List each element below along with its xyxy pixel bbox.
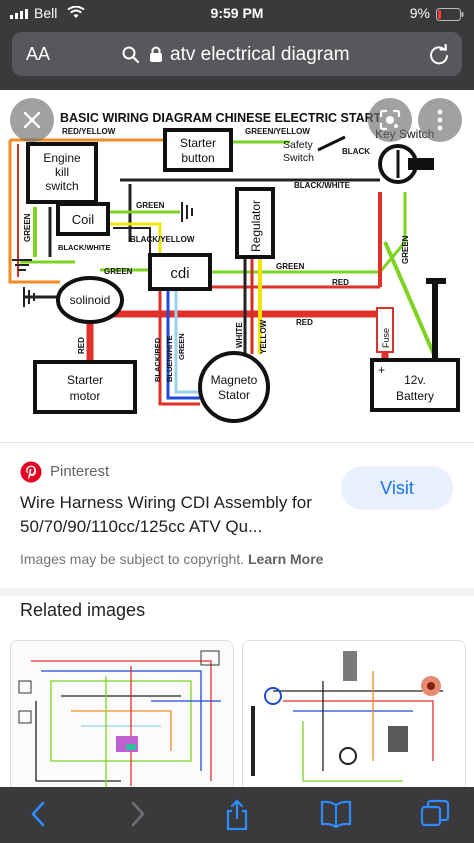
- wire-label-blue-white: BLUE/WHITE: [165, 335, 174, 382]
- wire-label-green-reg: GREEN: [276, 262, 305, 271]
- svg-text:button: button: [181, 151, 214, 165]
- key-switch-symbol: [378, 144, 434, 184]
- tabs-icon[interactable]: [420, 799, 450, 834]
- svg-text:Safety: Safety: [283, 139, 314, 151]
- wiring-diagram-image: BASIC WIRING DIAGRAM CHINESE ELECTRIC ST…: [0, 92, 474, 440]
- ground-symbol: [12, 202, 193, 307]
- pinterest-logo-icon: [20, 461, 42, 488]
- svg-text:kill: kill: [55, 165, 69, 179]
- wire-label-black-white-top: BLACK/WHITE: [294, 181, 351, 190]
- wire-label-green-mid: GREEN: [104, 267, 133, 276]
- lens-icon: [379, 109, 401, 136]
- bookmarks-icon[interactable]: [320, 799, 352, 834]
- safety-switch: Safety Switch: [283, 135, 346, 164]
- svg-text:Switch: Switch: [283, 152, 314, 164]
- svg-text:Starter: Starter: [180, 136, 216, 150]
- wire-label-green-vertical: GREEN: [401, 235, 410, 264]
- wire-label-red-yellow: RED/YELLOW: [62, 127, 116, 136]
- learn-more-link[interactable]: Learn More: [248, 551, 324, 567]
- battery-box: + 12v. Battery: [370, 278, 460, 412]
- wire-label-green-left: GREEN: [23, 213, 32, 242]
- wire-label-white: WHITE: [235, 322, 244, 348]
- wire-label-red-solenoid: RED: [77, 337, 86, 354]
- wire-label-red-reg: RED: [332, 278, 349, 287]
- search-icon: [122, 46, 140, 69]
- carrier-name: Bell: [34, 5, 58, 21]
- browser-chrome: AA atv electrical diagram: [0, 28, 474, 90]
- svg-text:Fuse: Fuse: [381, 328, 391, 348]
- diagram-title: BASIC WIRING DIAGRAM CHINESE ELECTRIC ST…: [60, 111, 382, 125]
- coil-box: Coil: [56, 202, 110, 236]
- wire-label-red-main: RED: [296, 318, 313, 327]
- wifi-icon: [67, 5, 85, 22]
- svg-text:Stator: Stator: [218, 388, 250, 402]
- svg-text:Regulator: Regulator: [249, 200, 263, 252]
- wire-label-green-coil: GREEN: [136, 201, 165, 210]
- section-divider: [0, 588, 474, 596]
- more-vert-icon: [437, 109, 443, 136]
- close-icon: [22, 110, 42, 135]
- copyright-notice: Images may be subject to copyright. Lear…: [20, 551, 323, 567]
- wire-label-black-white-coil: BLACK/WHITE: [58, 243, 111, 252]
- wire-label-black: BLACK: [342, 147, 370, 156]
- svg-text:motor: motor: [70, 389, 101, 403]
- svg-text:Engine: Engine: [43, 151, 81, 165]
- wire-label-yellow: YELLOW: [259, 319, 268, 354]
- copyright-text: Images may be subject to copyright.: [20, 551, 245, 567]
- solenoid: solinoid: [56, 276, 124, 324]
- clock: 9:59 PM: [210, 5, 264, 21]
- source-name[interactable]: Pinterest: [50, 463, 110, 480]
- visit-button[interactable]: Visit: [341, 466, 453, 510]
- wire-label-green-stator: GREEN: [177, 333, 186, 360]
- related-images-heading: Related images: [20, 600, 146, 620]
- result-title[interactable]: Wire Harness Wiring CDI Assembly for 50/…: [20, 493, 312, 536]
- browser-toolbar: [0, 787, 474, 843]
- wire-label-black-yellow: BLACK/YELLOW: [130, 235, 195, 244]
- engine-kill-switch-box: Engine kill switch: [26, 142, 98, 204]
- signal-icon: [10, 6, 30, 22]
- related-thumb-graphic: [243, 641, 465, 793]
- status-bar: Bell 9:59 PM 9%: [0, 0, 474, 28]
- magneto-stator: Magneto Stator: [198, 351, 270, 423]
- svg-text:cdi: cdi: [170, 265, 189, 282]
- fuse: Fuse: [376, 307, 394, 353]
- svg-text:+: +: [378, 363, 385, 377]
- svg-text:Magneto: Magneto: [211, 373, 258, 387]
- related-image-1[interactable]: [10, 640, 234, 794]
- url-text[interactable]: atv electrical diagram: [170, 44, 350, 65]
- wire-label-black-red: BLACK/RED: [153, 337, 162, 382]
- share-icon[interactable]: [224, 799, 250, 836]
- related-thumb-graphic: [11, 641, 233, 793]
- back-icon[interactable]: [28, 799, 48, 834]
- svg-text:solinoid: solinoid: [70, 293, 111, 307]
- svg-text:12v.: 12v.: [404, 373, 426, 387]
- close-preview-button[interactable]: [10, 98, 54, 142]
- related-image-2[interactable]: [242, 640, 466, 794]
- battery-icon: [436, 8, 464, 24]
- lock-icon: [149, 45, 163, 68]
- carrier-label: Bell: [10, 5, 85, 22]
- wire-label-green-yellow: GREEN/YELLOW: [245, 127, 310, 136]
- cdi-box: cdi: [148, 253, 212, 291]
- address-bar[interactable]: AA atv electrical diagram: [12, 32, 462, 76]
- regulator-box: Regulator: [235, 187, 275, 259]
- starter-motor-box: Starter motor: [33, 360, 137, 414]
- svg-text:Starter: Starter: [67, 373, 103, 387]
- starter-button-box: Starter button: [163, 128, 233, 172]
- battery-percent: 9%: [409, 5, 430, 21]
- text-size-button[interactable]: AA: [26, 44, 51, 64]
- svg-text:Battery: Battery: [396, 389, 434, 403]
- lens-search-button[interactable]: [368, 98, 412, 142]
- reload-icon[interactable]: [428, 43, 450, 71]
- svg-text:Coil: Coil: [72, 212, 95, 227]
- result-info: Pinterest Wire Harness Wiring CDI Assemb…: [0, 442, 474, 589]
- more-options-button[interactable]: [418, 98, 462, 142]
- svg-text:switch: switch: [45, 179, 78, 193]
- forward-icon[interactable]: [128, 799, 148, 834]
